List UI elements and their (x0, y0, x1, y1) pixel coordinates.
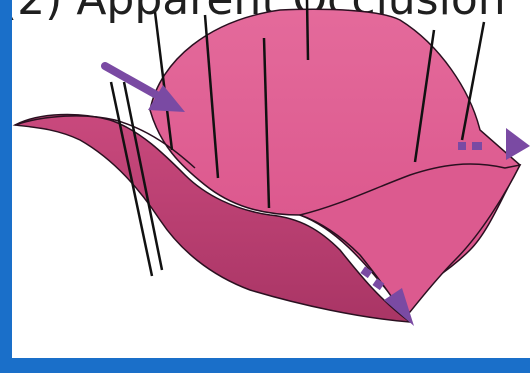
needle-4 (307, 0, 308, 60)
left-frame-bar (0, 0, 12, 373)
bottom-frame-bar (0, 358, 530, 373)
